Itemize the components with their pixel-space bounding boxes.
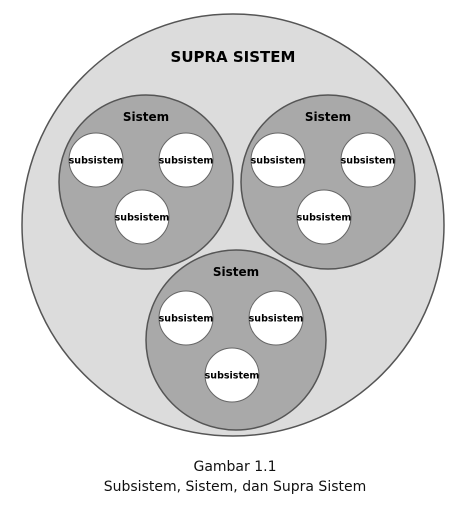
subsystem-label: subsistem	[341, 156, 396, 167]
subsystem-label: subsistem	[297, 213, 352, 224]
subsystem-circle	[296, 189, 352, 245]
subsystem-circle	[158, 132, 214, 188]
subsystem-circle	[114, 189, 170, 245]
subsystem-label: subsistem	[115, 213, 170, 224]
system-label: Sistem	[213, 265, 259, 279]
subsystem-label: subsistem	[251, 156, 306, 167]
subsystem-label: subsistem	[159, 314, 214, 325]
subsystem-circle	[204, 347, 260, 403]
figure-caption: Subsistem, Sistem, dan Supra Sistem	[103, 479, 367, 495]
subsystem-circle	[158, 290, 214, 346]
system-label: Sistem	[305, 110, 351, 124]
subsystem-label: subsistem	[249, 314, 304, 325]
subsystem-circle	[250, 132, 306, 188]
subsystem-circle	[248, 290, 304, 346]
supra-system-diagram: SUPRA SISTEM Sistem subsistem subsistem sub…	[21, 13, 445, 437]
system-group: Sistem subsistem subsistem subsistem	[58, 94, 234, 270]
supra-system-label: SUPRA SISTEM	[171, 48, 296, 66]
system-group: Sistem subsistem subsistem subsistem	[240, 94, 416, 270]
subsystem-circle	[68, 132, 124, 188]
subsystem-label: subsistem	[159, 156, 214, 167]
subsystem-label: subsistem	[205, 371, 260, 382]
figure-number: Gambar 1.1	[193, 459, 277, 475]
system-label: Sistem	[123, 110, 169, 124]
subsystem-circle	[340, 132, 396, 188]
system-group: Sistem subsistem subsistem subsistem	[145, 249, 327, 431]
subsystem-label: subsistem	[69, 156, 124, 167]
